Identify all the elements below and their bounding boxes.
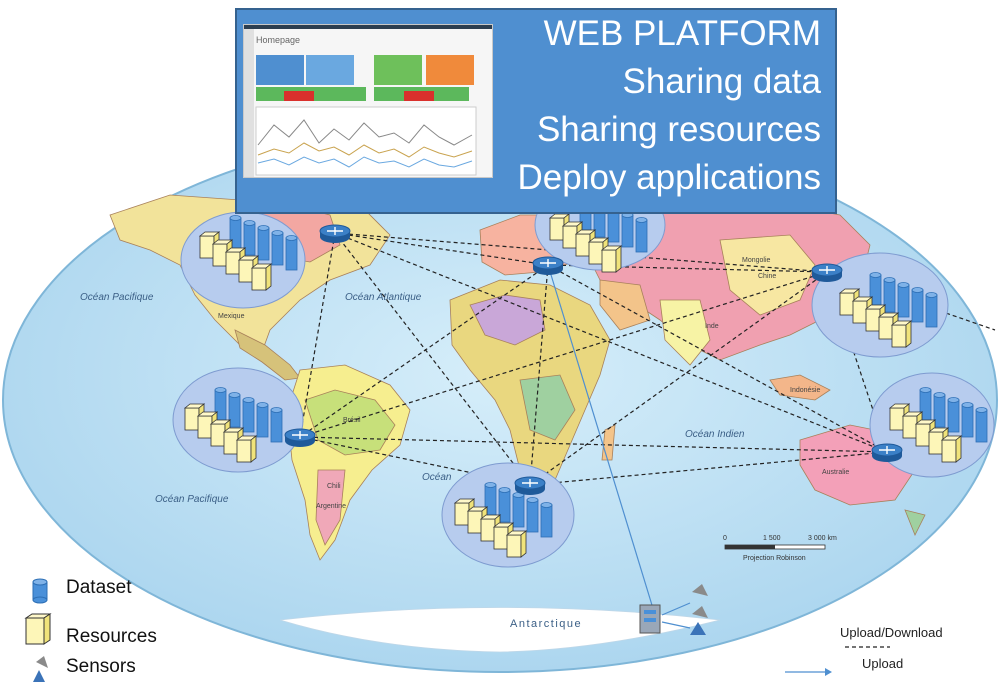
resource-server (492, 522, 515, 550)
router-northamerica-icon (319, 224, 351, 243)
web-platform-banner: Homepage WEB PLATFORM Sharing data Shari… (235, 8, 837, 214)
antarctica (279, 607, 721, 653)
banner-line-sharing-data: Sharing data (622, 62, 821, 101)
dataset-cylinder (243, 220, 256, 256)
router-southamerica-icon (284, 428, 316, 447)
resources-icon (24, 613, 52, 645)
dataset-cylinder (621, 212, 634, 248)
ocean-atlantique-label: Océan Atlantique (345, 292, 422, 303)
upload-link (547, 264, 656, 616)
legend-upload-label: Upload (862, 656, 904, 671)
resource-server (940, 435, 963, 463)
dataset-cylinder (285, 235, 298, 271)
banner-line-sharing-resources: Sharing resources (536, 110, 821, 149)
dataset-cylinder (635, 217, 648, 253)
dataset-cylinder (526, 497, 539, 533)
legend-sensors-label: Sensors (66, 656, 136, 677)
legend-dataset-label: Dataset (66, 577, 132, 598)
dataset-cylinder (540, 502, 553, 538)
argentine-label: Argentine (316, 503, 346, 510)
central-africa (519, 374, 576, 441)
dataset-cylinder (925, 292, 938, 328)
resource-server (250, 263, 273, 291)
dataset-cylinder (257, 225, 270, 261)
argentina-region (315, 469, 346, 546)
india-region (659, 299, 711, 366)
dataset-cylinder (498, 487, 511, 523)
dataset-cylinder (271, 230, 284, 266)
new-zealand (904, 509, 926, 536)
ocean-pacific-label-2: Océan Pacifique (155, 494, 229, 505)
dataset-cylinder (256, 402, 269, 438)
ocean-pacific-label-1: Océan Pacifique (80, 292, 154, 303)
chili-label: Chili (327, 483, 341, 490)
scale-bar: 0 1 500 3 000 km Projection Robinson (723, 535, 837, 562)
dataset-cylinder (228, 392, 241, 428)
resource-server (890, 320, 913, 348)
dataset-cylinder (947, 397, 960, 433)
resource-server (901, 411, 924, 439)
network-links (299, 232, 996, 486)
china-region (719, 234, 816, 316)
mongolie-label: Mongolie (742, 257, 771, 264)
indonesie-label: Indonésie (790, 387, 820, 394)
banner-title: WEB PLATFORM (543, 14, 821, 53)
dataset-cylinder (270, 407, 283, 443)
banner-text: WEB PLATFORM Sharing data Sharing resour… (517, 10, 821, 202)
dataset-cylinder (242, 397, 255, 433)
dataset-cylinder (961, 402, 974, 438)
dataset-icon (32, 578, 48, 604)
legend-resources-label: Resources (66, 626, 157, 647)
resource-server (235, 435, 258, 463)
router-europe-icon (532, 256, 564, 275)
sensor-station (639, 584, 708, 635)
sensor-icon-2 (692, 606, 708, 618)
upload-arrow-icon (825, 668, 832, 676)
sensors-icon (33, 656, 48, 682)
scale-3000-label: 3 000 km (808, 535, 837, 542)
platform-screenshot-thumbnail: Homepage (243, 24, 493, 178)
antarctique-label: Antarctique (510, 618, 582, 630)
mini-ui-title: Homepage (256, 35, 301, 45)
stack-southamerica (183, 387, 283, 463)
middle-east (599, 279, 651, 331)
stack-africa (453, 482, 553, 558)
stack-australia (888, 387, 988, 463)
sensor-icon-1 (692, 584, 708, 596)
central-america (234, 329, 301, 381)
ocean-indien-label: Océan Indien (685, 429, 745, 440)
mexique-label: Mexique (218, 313, 245, 320)
scale-0-label: 0 (723, 535, 727, 542)
stack-europe (548, 197, 648, 273)
ocean-partial-label: Océan (422, 472, 452, 483)
chine-label: Chine (758, 273, 776, 280)
stack-northamerica (198, 215, 298, 291)
resource-server (600, 245, 623, 273)
inde-label: Inde (705, 323, 719, 330)
dataset-cylinder (512, 492, 525, 528)
australie-label: Australie (822, 469, 849, 476)
dataset-cylinder (975, 407, 988, 443)
dataset-cylinder (933, 392, 946, 428)
router-africa-icon (514, 476, 546, 495)
indonesia (769, 374, 831, 401)
dataset-cylinder (897, 282, 910, 318)
projection-label: Projection Robinson (743, 555, 806, 562)
resource-server (505, 530, 528, 558)
legend-upload-download-label: Upload/Download (840, 625, 943, 640)
router-australia-icon (871, 443, 903, 462)
router-asia-icon (811, 263, 843, 282)
dataset-cylinder (883, 277, 896, 313)
dataset-cylinder (229, 215, 242, 251)
dataset-cylinder (911, 287, 924, 323)
banner-line-deploy-applications: Deploy applications (517, 158, 821, 197)
scale-1500-label: 1 500 (763, 535, 781, 542)
stack-asia (838, 272, 938, 348)
